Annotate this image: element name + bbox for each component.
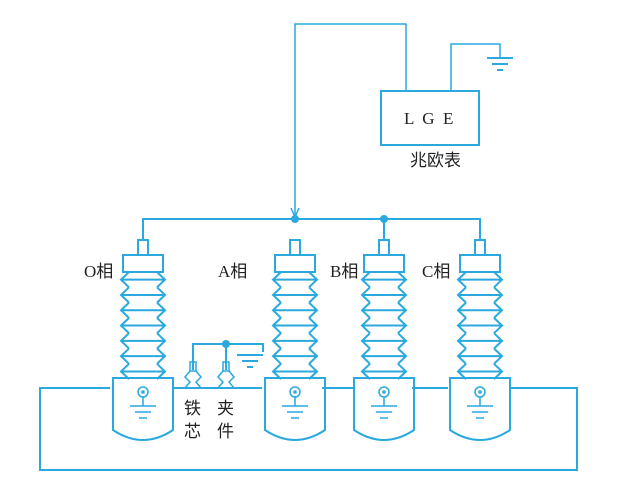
clamp-label-1: 夹 xyxy=(217,399,234,418)
bushing-O-terminal xyxy=(137,239,149,256)
bushing-C-sheds xyxy=(456,271,504,380)
core-label-1: 铁 xyxy=(184,399,201,418)
meter-terminals: L G E xyxy=(404,109,453,128)
bushing-O-tap-dot xyxy=(141,390,145,394)
E-lead-wire xyxy=(450,43,501,91)
bushing-A-terminal xyxy=(289,239,301,256)
bushing-B-cap xyxy=(363,254,405,273)
bus-wire xyxy=(142,218,481,240)
ground-icon xyxy=(237,354,263,368)
phase-label-O: O相 xyxy=(84,262,113,281)
bushing-C-terminal xyxy=(474,239,486,256)
bushing-A-tap-dot xyxy=(293,390,297,394)
phase-label-B: B相 xyxy=(330,262,358,281)
bushing-B-terminal xyxy=(378,239,390,256)
core-label-2: 芯 xyxy=(184,422,201,441)
bushing-O-cap xyxy=(122,254,164,273)
ground-B-icon xyxy=(371,397,397,419)
L-lead-wire xyxy=(294,23,407,219)
ground-icon xyxy=(487,57,513,71)
bushing-A-sheds xyxy=(271,271,319,380)
bushing-C-tap-dot xyxy=(478,390,482,394)
ground-O-icon xyxy=(130,397,156,419)
meter-label: 兆欧表 xyxy=(410,151,461,170)
bushing-C-cap xyxy=(459,254,501,273)
junction-dot xyxy=(380,215,388,223)
transformer-C-tank xyxy=(449,377,511,441)
bushing-B-tap-dot xyxy=(382,390,386,394)
bushing-B-sheds xyxy=(360,271,408,380)
core-bushing-terminal xyxy=(189,361,197,372)
junction-dot xyxy=(291,215,299,223)
clamp-bushing-terminal xyxy=(222,361,230,372)
clamp-label-2: 件 xyxy=(217,422,234,441)
phase-label-C: C相 xyxy=(422,262,450,281)
clamp-bushing-sheds xyxy=(216,370,236,389)
bushing-O-sheds xyxy=(119,271,167,380)
transformer-A-tank xyxy=(264,377,326,441)
short-circuit-loop xyxy=(39,387,578,471)
core-bushing-sheds xyxy=(183,370,203,389)
junction-dot xyxy=(222,340,230,348)
megohmmeter-box xyxy=(380,90,480,146)
phase-label-A: A相 xyxy=(218,262,247,281)
transformer-B-tank xyxy=(353,377,415,441)
transformer-O-tank xyxy=(112,377,174,441)
ground-A-icon xyxy=(282,397,308,419)
bushing-A-cap xyxy=(274,254,316,273)
ground-C-icon xyxy=(467,397,493,419)
